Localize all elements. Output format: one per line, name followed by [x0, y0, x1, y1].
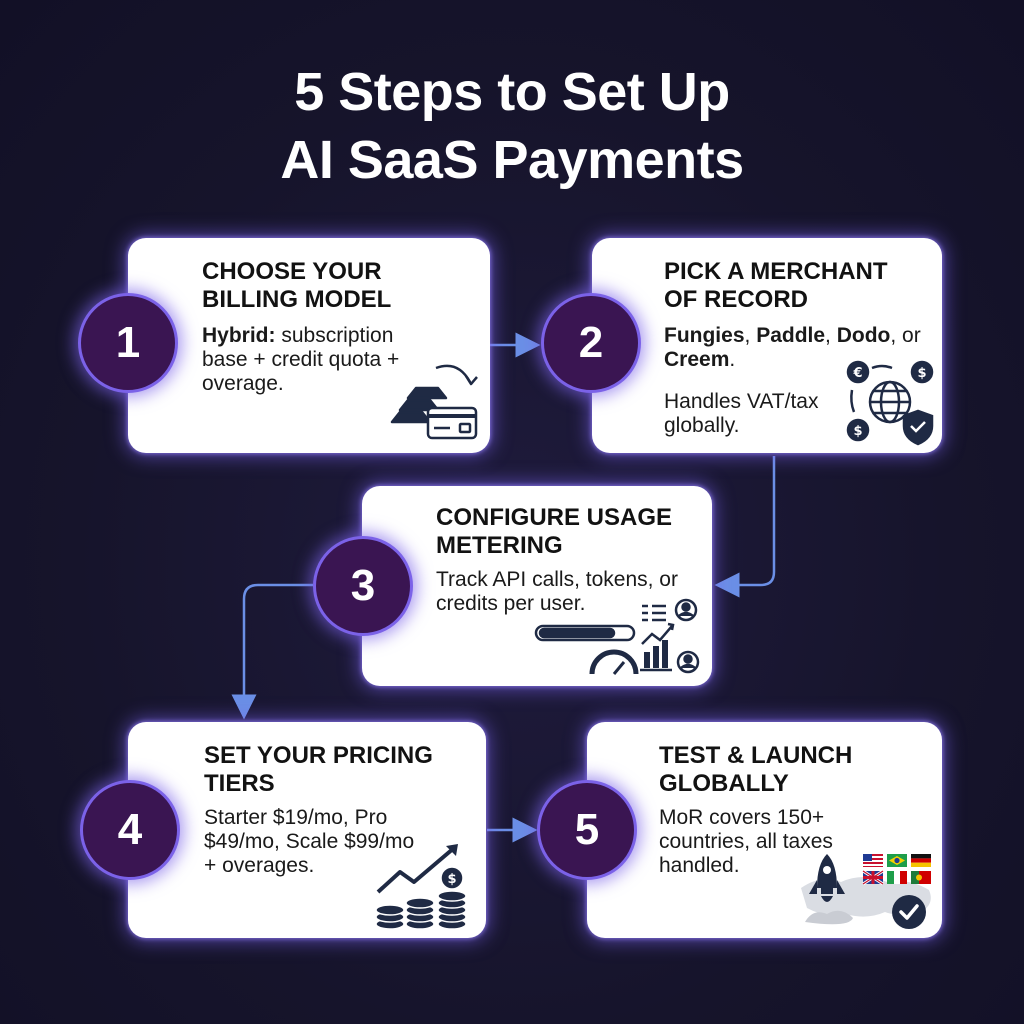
- step-3-badge: 3: [313, 536, 413, 636]
- step-4-description: Starter $19/mo, Pro $49/mo, Scale $99/mo…: [204, 806, 415, 877]
- step-2-subtext: Handles VAT/tax globally.: [664, 390, 819, 437]
- step-3-card: CONFIGURE USAGE METERING Track API calls…: [362, 486, 712, 686]
- svg-text:$: $: [917, 366, 926, 381]
- step-5-description: MoR covers 150+ countries, all taxes han…: [659, 806, 833, 877]
- title-line-1: 5 Steps to Set Up: [294, 62, 730, 122]
- title-line-2: AI SaaS Payments: [280, 130, 744, 190]
- flag-icons: [862, 854, 931, 886]
- rocket-flags-check-icon: [801, 854, 931, 929]
- step-1-card: CHOOSE YOUR BILLING MODEL Hybrid: subscr…: [128, 238, 490, 453]
- step-4-card: SET YOUR PRICING TIERS Starter $19/mo, P…: [128, 722, 486, 938]
- step-5-badge: 5: [537, 780, 637, 880]
- global-currency-shield-icon: € $ $: [846, 360, 934, 446]
- step-5-title: TEST & LAUNCH GLOBALLY: [659, 742, 853, 797]
- gold-bars-card-exchange-icon: [390, 364, 478, 440]
- svg-text:$: $: [447, 872, 456, 887]
- step-4-badge: 4: [80, 780, 180, 880]
- page-title: 5 Steps to Set Up AI SaaS Payments: [0, 58, 1024, 194]
- step-4-title: SET YOUR PRICING TIERS: [204, 742, 433, 797]
- connector-3-4: [231, 583, 313, 720]
- step-1-title: CHOOSE YOUR BILLING MODEL: [202, 258, 392, 313]
- step-3-title: CONFIGURE USAGE METERING: [436, 504, 673, 559]
- step-1-badge: 1: [78, 293, 178, 393]
- step-2-card: PICK A MERCHANT OF RECORD Fungies, Paddl…: [592, 238, 942, 453]
- coin-stacks-growth-icon: $: [375, 844, 467, 930]
- svg-text:$: $: [853, 424, 862, 439]
- step-1-description: Hybrid: subscription base + credit quota…: [202, 324, 400, 395]
- svg-text:€: €: [852, 366, 862, 381]
- step-2-badge: 2: [541, 293, 641, 393]
- step-5-card: TEST & LAUNCH GLOBALLY MoR covers 150+ c…: [587, 722, 942, 938]
- step-2-description: Fungies, Paddle, Dodo, or Creem.: [664, 324, 921, 371]
- usage-meter-chart-icon: [534, 598, 700, 675]
- step-2-title: PICK A MERCHANT OF RECORD: [664, 258, 888, 313]
- step-3-description: Track API calls, tokens, or credits per …: [436, 568, 678, 615]
- connector-2-3: [714, 456, 776, 598]
